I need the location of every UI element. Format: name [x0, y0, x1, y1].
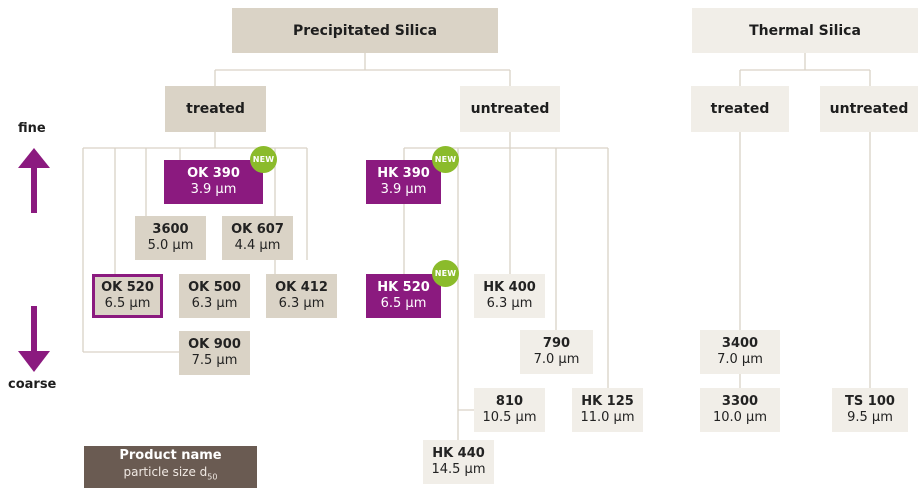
fine-label: fine [18, 121, 46, 136]
product-name: OK 900 [188, 337, 241, 352]
product-hk-390: HK 390 3.9 µm [366, 160, 441, 204]
group-precipitated-treated: treated [165, 86, 266, 132]
particle-size: 3.9 µm [190, 182, 237, 197]
product-3300: 3300 10.0 µm [700, 388, 780, 432]
category-label: Precipitated Silica [292, 22, 438, 39]
product-790: 790 7.0 µm [520, 330, 593, 374]
particle-size: 6.5 µm [380, 296, 427, 311]
particle-size: 6.3 µm [191, 296, 238, 311]
group-label: untreated [829, 101, 909, 117]
product-name: OK 500 [188, 280, 241, 295]
new-badge: NEW [250, 146, 277, 173]
new-badge: NEW [432, 146, 459, 173]
product-name: HK 400 [483, 280, 536, 295]
category-precipitated-silica: Precipitated Silica [232, 8, 498, 53]
product-ok-500: OK 500 6.3 µm [179, 274, 250, 318]
product-name: TS 100 [845, 394, 895, 409]
group-thermal-treated: treated [691, 86, 789, 132]
particle-size: 9.5 µm [847, 410, 893, 425]
particle-size: 7.0 µm [533, 352, 580, 367]
product-hk-125: HK 125 11.0 µm [572, 388, 643, 432]
legend: Product name particle size d50 [84, 446, 257, 488]
product-ok-520: OK 520 6.5 µm [92, 274, 163, 318]
group-label: treated [186, 101, 245, 117]
product-hk-440: HK 440 14.5 µm [423, 440, 494, 484]
product-name: 3600 [152, 222, 189, 237]
product-hk-400: HK 400 6.3 µm [474, 274, 545, 318]
particle-size: 14.5 µm [431, 462, 486, 477]
product-name: 3400 [721, 336, 759, 351]
arrow-up-icon [18, 148, 50, 213]
product-name: OK 390 [187, 166, 240, 181]
particle-size: 5.0 µm [147, 238, 194, 253]
legend-title: Product name [119, 448, 222, 464]
legend-subtitle: particle size d50 [84, 464, 257, 485]
new-badge: NEW [432, 260, 459, 287]
product-name: 810 [495, 394, 524, 409]
product-ok-390: OK 390 3.9 µm [164, 160, 263, 204]
product-ok-607: OK 607 4.4 µm [222, 216, 293, 260]
particle-size: 11.0 µm [580, 410, 635, 425]
group-thermal-untreated: untreated [820, 86, 918, 132]
group-label: treated [710, 101, 770, 117]
category-label: Thermal Silica [749, 22, 861, 39]
product-name: OK 520 [101, 280, 154, 295]
product-name: HK 390 [377, 166, 430, 181]
particle-size: 7.5 µm [191, 353, 238, 368]
particle-size: 7.0 µm [717, 352, 763, 367]
product-ok-412: OK 412 6.3 µm [266, 274, 337, 318]
product-hk-520: HK 520 6.5 µm [366, 274, 441, 318]
product-name: 3300 [721, 394, 759, 409]
arrow-down-icon [18, 306, 50, 372]
product-ok-900: OK 900 7.5 µm [179, 331, 250, 375]
coarse-label: coarse [8, 377, 57, 392]
product-name: HK 520 [377, 280, 430, 295]
product-name: HK 125 [581, 394, 634, 409]
particle-size: 10.0 µm [712, 410, 767, 425]
particle-size: 6.3 µm [278, 296, 325, 311]
product-name: OK 607 [231, 222, 284, 237]
product-ts-100: TS 100 9.5 µm [832, 388, 908, 432]
particle-size: 4.4 µm [234, 238, 281, 253]
particle-size: 3.9 µm [380, 182, 427, 197]
legend-subscript: 50 [207, 472, 218, 482]
product-name: HK 440 [432, 446, 485, 461]
particle-size: 10.5 µm [482, 410, 537, 425]
group-precipitated-untreated: untreated [460, 86, 560, 132]
product-3600: 3600 5.0 µm [135, 216, 206, 260]
product-3400: 3400 7.0 µm [700, 330, 780, 374]
product-name: 790 [542, 336, 571, 351]
product-810: 810 10.5 µm [474, 388, 545, 432]
product-name: OK 412 [275, 280, 328, 295]
particle-size: 6.5 µm [104, 296, 151, 311]
particle-size: 6.3 µm [486, 296, 533, 311]
category-thermal-silica: Thermal Silica [692, 8, 918, 53]
legend-subtitle-text: particle size d [123, 465, 208, 480]
group-label: untreated [470, 101, 550, 117]
